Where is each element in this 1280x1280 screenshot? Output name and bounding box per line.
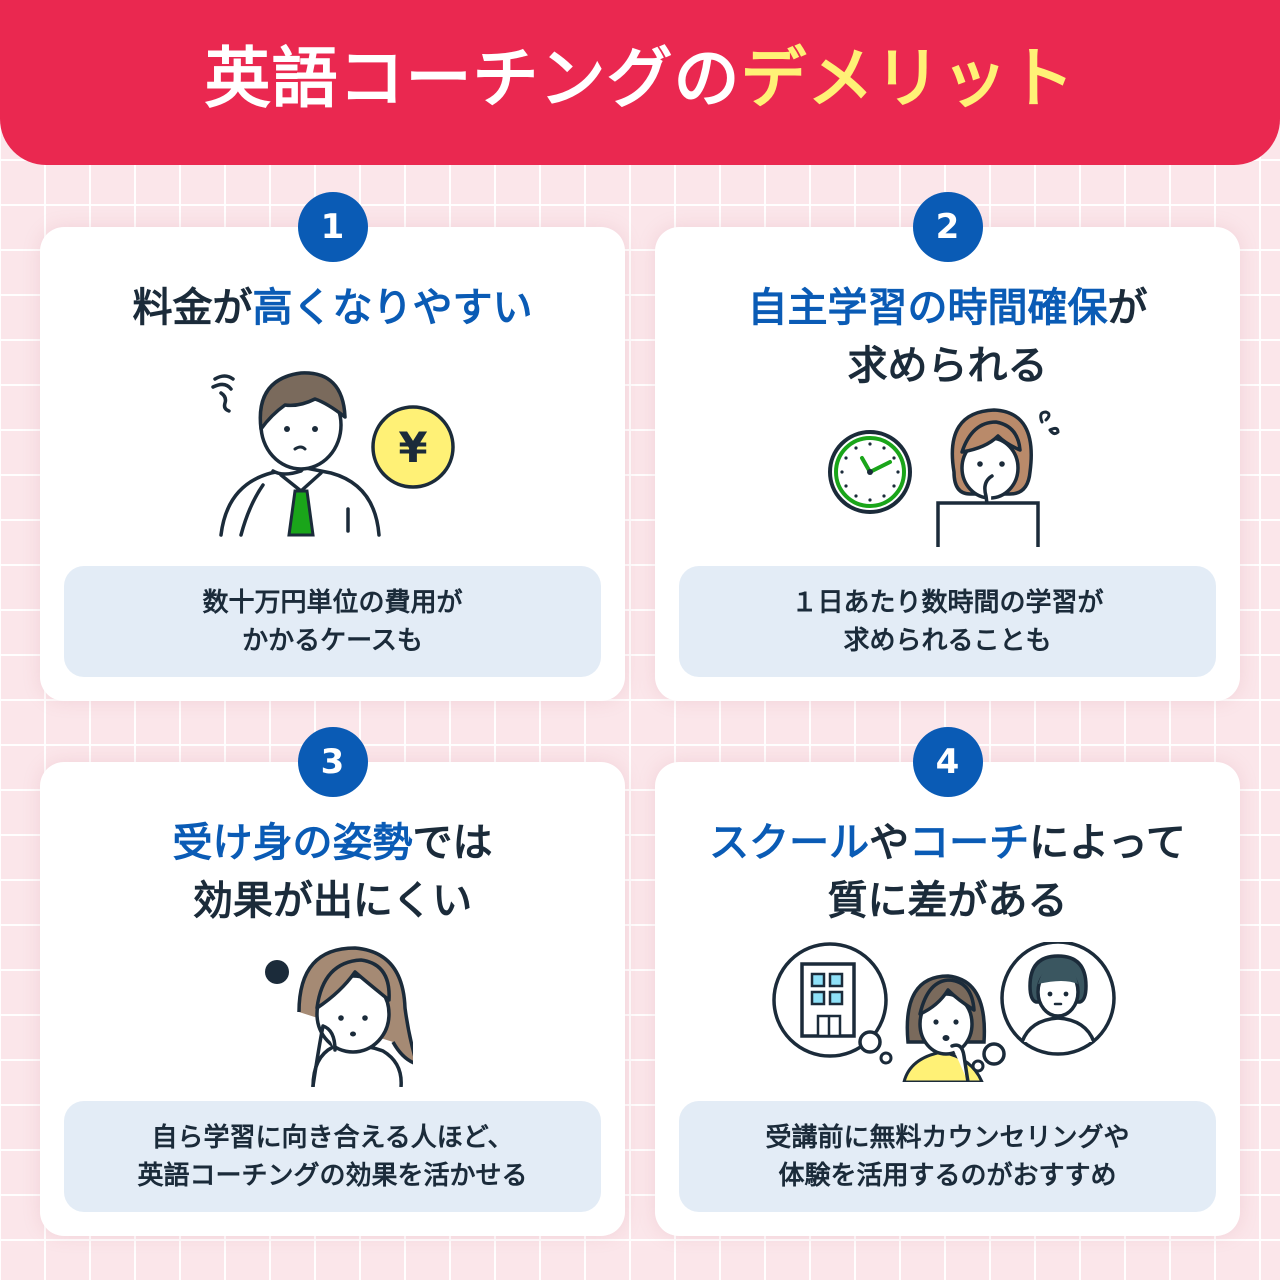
note-line: 数十万円単位の費用が bbox=[202, 587, 463, 618]
title-highlight: デメリット bbox=[740, 39, 1076, 117]
note-line: 求められることも bbox=[843, 625, 1052, 656]
number-badge: 1 bbox=[297, 192, 368, 262]
title-text: 効果が出にくい bbox=[192, 878, 473, 924]
title-highlight: 自主学習の時間確保 bbox=[747, 285, 1108, 331]
title-highlight: 高くなりやすい bbox=[252, 285, 533, 331]
number-badge: 2 bbox=[912, 192, 983, 262]
card-quality-varies: 4 スクールやコーチによって 質に差がある bbox=[655, 727, 1240, 1236]
note-line: かかるケースも bbox=[242, 625, 423, 656]
note-line: 体験を活用するのがおすすめ bbox=[778, 1160, 1117, 1191]
title-main: 英語コーチングの bbox=[204, 39, 741, 117]
card-note: 自ら学習に向き合える人ほど、 英語コーチングの効果を活かせる bbox=[64, 1101, 601, 1212]
svg-text:¥: ¥ bbox=[398, 423, 427, 472]
card-self-study-time: 2 自主学習の時間確保が 求められる bbox=[655, 192, 1240, 701]
number-badge: 4 bbox=[912, 727, 983, 797]
card-title: 料金が高くなりやすい bbox=[40, 279, 625, 337]
bored-woman-illustration bbox=[40, 942, 625, 1087]
card-title: 受け身の姿勢では 効果が出にくい bbox=[40, 814, 625, 930]
title-text: が bbox=[1107, 285, 1148, 331]
title-highlight: 受け身の姿勢 bbox=[172, 820, 413, 866]
woman-thinking-school-coach-icon bbox=[771, 942, 1116, 1082]
worried-man-illustration: ¥ bbox=[40, 367, 625, 542]
card-passive-attitude: 3 受け身の姿勢では 効果が出にくい 自ら学習に向き合える人ほど、 英語コーチン… bbox=[40, 727, 625, 1236]
note-line: 英語コーチングの効果を活かせる bbox=[137, 1160, 528, 1191]
page-header: 英語コーチングのデメリット bbox=[0, 0, 1280, 165]
card-high-cost: 1 料金が高くなりやすい bbox=[40, 192, 625, 701]
page-title: 英語コーチングのデメリット bbox=[205, 45, 1076, 112]
title-highlight: スクール bbox=[709, 820, 870, 866]
card-note: 受講前に無料カウンセリングや 体験を活用するのがおすすめ bbox=[679, 1101, 1216, 1212]
card-note: 数十万円単位の費用が かかるケースも bbox=[64, 566, 601, 677]
note-line: 受講前に無料カウンセリングや bbox=[765, 1122, 1130, 1153]
title-text: 質に差がある bbox=[827, 878, 1068, 924]
title-text: では bbox=[412, 820, 493, 866]
school-coach-illustration bbox=[655, 942, 1240, 1082]
title-highlight: コーチ bbox=[909, 820, 1030, 866]
card-note: １日あたり数時間の学習が 求められることも bbox=[679, 566, 1216, 677]
note-line: 自ら学習に向き合える人ほど、 bbox=[151, 1122, 514, 1153]
title-text: 求められる bbox=[847, 343, 1048, 389]
number-badge: 3 bbox=[297, 727, 368, 797]
note-line: １日あたり数時間の学習が bbox=[791, 587, 1104, 618]
clock-woman-illustration bbox=[655, 402, 1240, 547]
bored-woman-icon bbox=[264, 946, 413, 1087]
title-text: や bbox=[869, 820, 910, 866]
title-text: によって bbox=[1029, 820, 1186, 866]
clock-and-woman-icon bbox=[827, 408, 1060, 547]
card-title: 自主学習の時間確保が 求められる bbox=[655, 279, 1240, 395]
worried-man-with-yen-icon: ¥ bbox=[210, 371, 455, 537]
card-title: スクールやコーチによって 質に差がある bbox=[655, 814, 1240, 930]
title-text: 料金が bbox=[132, 285, 253, 331]
